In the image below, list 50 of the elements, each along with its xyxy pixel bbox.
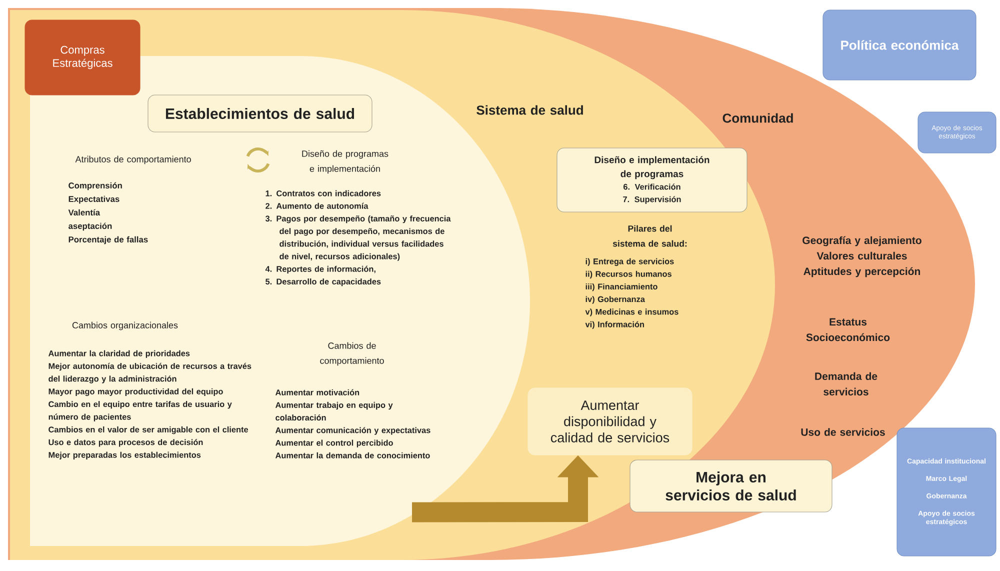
node-label: 2. Aumento de autonomía: [266, 202, 368, 209]
node-label: Mayor pago mayor productividad del equipo: [48, 388, 223, 396]
node-label: Uso e datos para procesos de decisión: [48, 439, 203, 447]
node-label: Aumentar comunicación y expectativas: [275, 427, 430, 435]
node-label: 1. Contratos con indicadores: [266, 190, 381, 196]
attribute-list: Comprensión Expectativas Valentía aseptación Porcentaje de fallas: [68, 182, 148, 244]
program-box: Diseño e implementación de programas 6. Verificación 7. Supervisión: [556, 148, 748, 212]
node-label: v) Medicinas e insumos: [585, 308, 678, 316]
node-label: Comprensión: [68, 182, 122, 190]
node-label: Aumentar el control percibido: [275, 440, 393, 448]
list-heading: Diseño de programas e implementación: [302, 150, 388, 174]
outcome-box: Aumentar disponibilidad y calidad de servicios: [528, 388, 692, 456]
node-label: 4. Reportes de información,: [265, 266, 376, 274]
node-label: Aumentar la claridad de prioridades: [48, 350, 190, 358]
node-label: Mejor preparadas los establecimientos: [48, 452, 201, 460]
band-heading: Sistema de salud: [476, 105, 583, 115]
list-heading: Atributos de comportamiento: [75, 156, 191, 164]
node-label: i) Entrega de servicios: [586, 258, 674, 266]
pillar-list: i) Entrega de servicios ii) Recursos humanos iii) Financiamiento iv) Gobernanza v) Medicinas e insumos vi) Información: [585, 258, 678, 329]
node-label: Valentía: [68, 209, 100, 216]
node-label: Aumentar la demanda de conocimiento: [275, 452, 430, 458]
node-label: Expectativas: [68, 196, 120, 204]
list-heading: Pilares del sistema de salud:: [612, 225, 687, 247]
factor-text: Estatus Socioeconómico: [806, 318, 890, 342]
heading-box: Establecimientos de salud: [148, 94, 372, 132]
node-label: Cambio en el equipo entre tarifas de usuario y número de pacientes: [48, 401, 232, 422]
node-label: Cambios en el valor de ser amigable con el cliente: [48, 426, 248, 434]
node-label: Aumentar motivación: [275, 389, 360, 396]
node-label: 5. Desarrollo de capacidades: [266, 278, 381, 286]
numbered-list: 1. Contratos con indicadores 2. Aumento de autonomía 3. Pagos por desempeño (tamaño y frecuencia del pago por desempeño, mecanismos de distribución, individual versus facilidades de nivel, recursos adicionales) 4. Reportes de información, 5. Desarrollo de capacidades: [265, 190, 451, 286]
organization-list: Aumentar la claridad de prioridades Mejor autonomía de ubicación de recursos a través del liderazgo y la administración Mayor pago mayor productividad del equipo Cambio en el equipo entre tarifas de usuario y número de pacientes Cambios en el valor de ser amigable con el cliente Uso e datos para procesos de decisión Mejor preparadas los establecimientos: [48, 350, 252, 460]
node-label: vi) Información: [585, 321, 644, 329]
category-box: Compras Estratégicas: [24, 20, 140, 96]
node-label: aseptación: [68, 222, 112, 231]
factor-list: Geografía y alejamiento Valores culturales Aptitudes y percepción: [802, 236, 922, 278]
node-label: ii) Recursos humanos: [586, 270, 672, 278]
list-heading: Cambios de comportamiento: [320, 342, 384, 366]
node-label: Porcentaje de fallas: [68, 236, 148, 244]
list-heading: Cambios organizacionales: [72, 322, 178, 330]
result-box: Mejora en servicios de salud: [630, 460, 832, 512]
node-label: iv) Gobernanza: [586, 296, 646, 304]
node-label: 3. Pagos por desempeño (tamaño y frecuencia del pago por desempeño, mecanismos de distribución, individual versus facilidades de nivel, recursos adicionales): [265, 215, 451, 261]
behavior-list: Aumentar motivación Aumentar trabajo en equipo y colaboración Aumentar comunicación y expectativas Aumentar el control percibido Aumentar la demanda de conocimiento: [275, 389, 430, 458]
band-heading: Comunidad: [722, 113, 793, 123]
factor-text: Uso de servicios: [801, 428, 885, 436]
node-label: Aumentar trabajo en equipo y colaboración: [275, 402, 393, 421]
node-label: iii) Financiamiento: [586, 283, 658, 292]
node-label: Mejor autonomía de ubicación de recursos a través del liderazgo y la administración: [48, 362, 252, 384]
factor-text: Demanda de servicios: [815, 372, 878, 396]
policy-box: Política económica: [822, 10, 976, 80]
